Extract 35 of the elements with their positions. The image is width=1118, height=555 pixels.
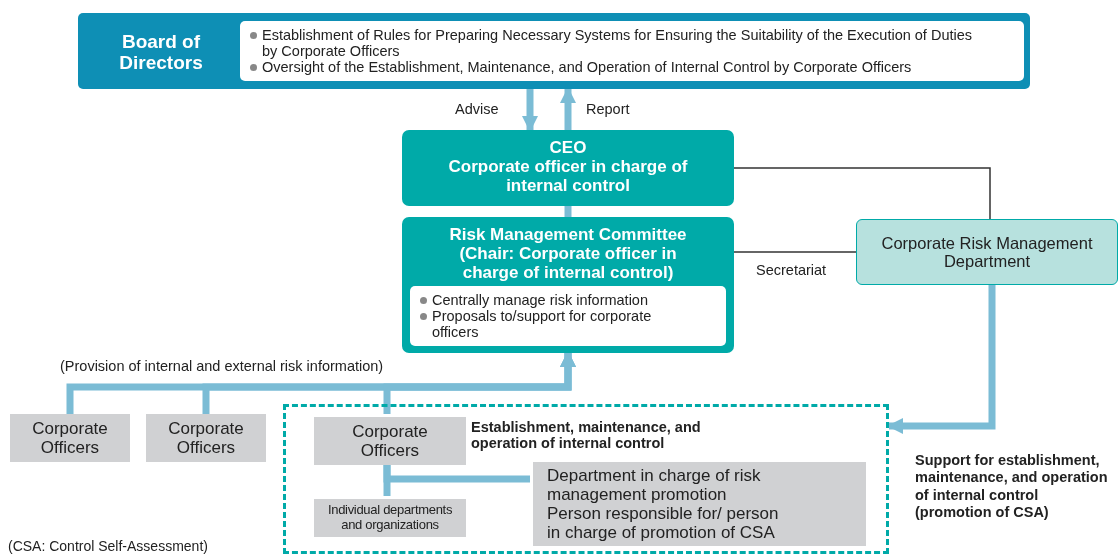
box-title: CEO (548, 138, 588, 158)
officer-box (146, 414, 266, 462)
box-title: Corporate Officers (167, 418, 245, 458)
edge-label: (Provision of internal and external risk information) (60, 358, 384, 376)
board-box (78, 13, 1030, 89)
connector-arrow (522, 89, 538, 132)
officer-box (314, 417, 466, 465)
connector-arrow (560, 87, 576, 130)
organization-box (314, 499, 466, 537)
process-box (402, 130, 734, 206)
box-title: Corporate Officers (351, 421, 429, 461)
dashed-group-box (283, 404, 889, 554)
box-title: Individual departments and organizations (326, 503, 454, 533)
bullet-text: Oversight of the Establishment, Maintenance, and Operation of Internal Control by Corporate Officers (250, 59, 912, 76)
box-title: Risk Management Committee (448, 225, 688, 245)
officer-box (10, 414, 130, 462)
bullet-text: Establishment of Rules for Preparing Necessary Systems for Ensuring the Suitability of the Execution of Duties by Corporate Officers (250, 26, 984, 60)
bullet-list-box (410, 286, 726, 346)
board-title: Board of Directors (118, 31, 204, 74)
group-heading: Establishment, maintenance, and operation of internal control (471, 419, 702, 452)
box-title: Corporate Risk Management Department (880, 233, 1094, 271)
process-box (402, 217, 734, 353)
box-title: Corporate officer in charge of internal control (447, 157, 689, 196)
box-text: Person responsible for/ person in charge of promotion of CSA (547, 504, 780, 543)
box-title: (Chair: Corporate officer in charge of internal control) (458, 244, 678, 283)
box-text: Department in charge of risk management promotion (547, 465, 762, 504)
bullet-list-box (240, 21, 1024, 81)
footnote: (CSA: Control Self-Assessment) (8, 538, 208, 554)
bullet-text: Proposals to/support for corporate officers (420, 307, 686, 341)
edge-label: Report (586, 101, 630, 119)
box-title: Corporate Officers (31, 418, 109, 458)
department-box (856, 219, 1118, 285)
bullet-text: Centrally manage risk information (420, 291, 648, 308)
connector-arrow (887, 285, 996, 434)
department-box (533, 462, 866, 546)
